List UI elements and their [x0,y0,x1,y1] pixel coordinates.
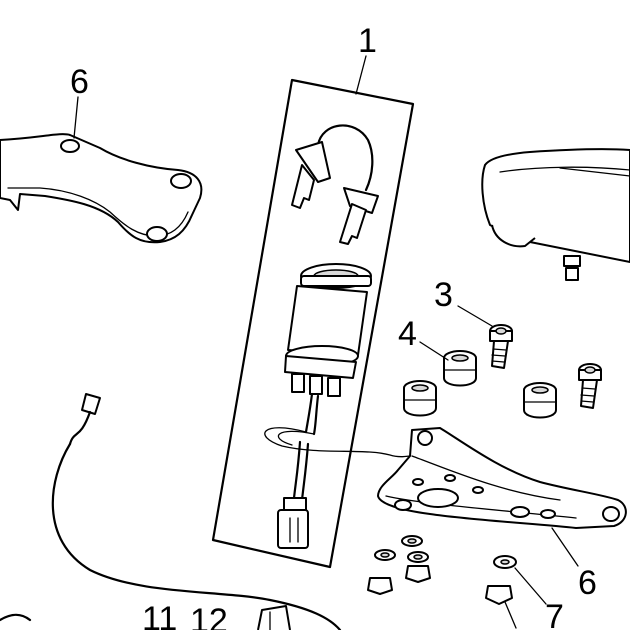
callout-12: 12 [190,602,228,630]
leader-6-bottom [551,527,579,567]
bracket-plate-top-left [0,133,203,244]
callout-3: 3 [434,276,453,314]
leader-7a [514,567,547,605]
callout-6-top: 6 [70,63,89,101]
leader-4 [419,341,449,361]
callout-1: 1 [358,22,377,60]
leader-3 [457,305,493,327]
bolt-right [578,363,602,409]
sensor-cable [51,393,342,630]
wiring-harness [264,392,431,549]
ignition-switch [284,263,372,397]
partial-part-12 [257,605,291,630]
washers-and-nuts [367,535,517,605]
grommet-4 [443,350,477,387]
instrument-housing [481,148,630,282]
leader-6-top [73,96,79,139]
ignition-kit-box [211,78,415,569]
grommet-left [403,380,437,417]
ignition-keys [291,124,379,245]
callout-4: 4 [398,315,417,353]
leader-7b [504,601,517,629]
grommet-right [523,382,557,419]
callout-7: 7 [545,598,564,630]
leader-1 [355,55,367,95]
callout-6-bottom: 6 [578,564,597,602]
bracket-plate-bottom-right [377,427,627,529]
bolt-3 [489,324,513,369]
partial-part-bottom-left [0,613,32,622]
callout-11: 11 [142,600,177,630]
